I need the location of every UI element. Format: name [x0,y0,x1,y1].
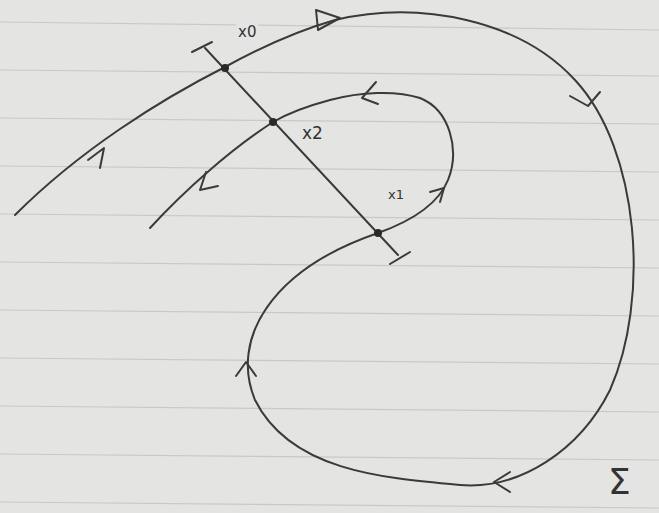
point-label: x2 [300,124,325,143]
point-label: x0 [236,24,258,41]
arrowhead [236,362,256,376]
arrowhead [570,92,600,106]
section-end-tick [390,252,410,264]
section-point [221,64,229,72]
section-end-tick [192,42,212,52]
arrowhead [88,148,104,168]
flow-curve [15,13,634,486]
arrowhead [494,472,510,492]
arrowhead [200,172,218,190]
arrowhead [362,82,378,104]
section-point [269,118,277,126]
section-label: Σ [606,462,633,502]
paper-lines [0,22,659,508]
transversal-section [205,48,398,255]
arrowhead [316,10,340,30]
arrowhead [430,188,444,202]
section-point [374,229,382,237]
point-label: x1 [386,188,406,202]
